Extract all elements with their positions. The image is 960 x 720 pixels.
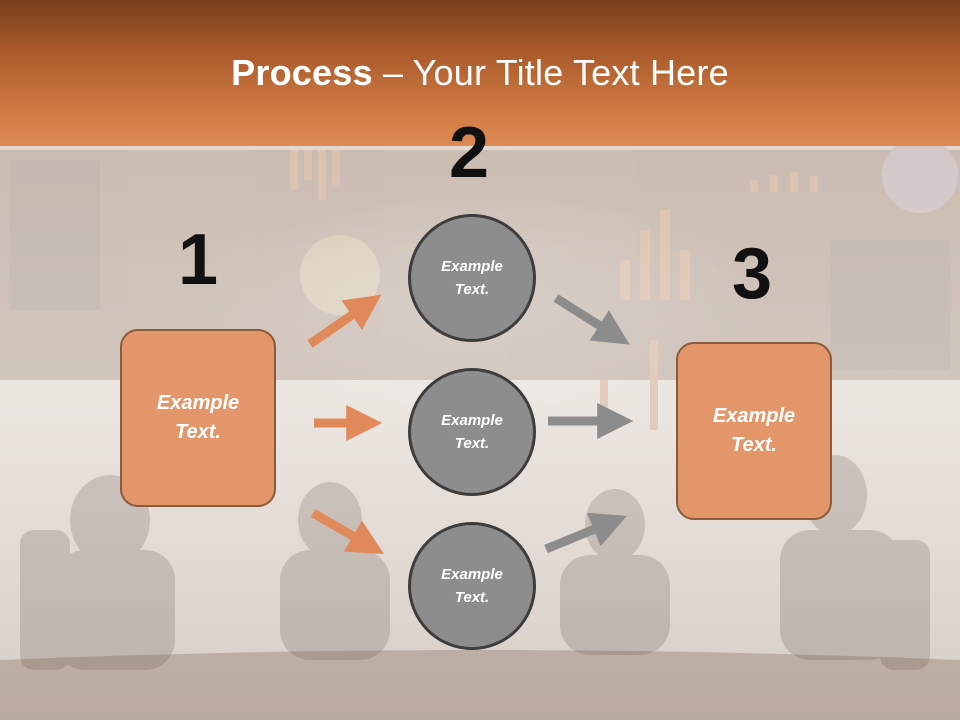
circle-middle-label: Example Text. bbox=[441, 412, 503, 452]
step-3-box-label: Example Text. bbox=[712, 405, 796, 456]
title-bold: Process bbox=[231, 52, 373, 93]
circle-bottom-label: Example Text. bbox=[441, 566, 503, 606]
circle-top-label: Example Text. bbox=[441, 258, 503, 298]
arrow-box1-to-circle1 bbox=[307, 294, 382, 348]
step-1-box-label: Example Text. bbox=[156, 392, 240, 443]
arrow-circle1-to-box3 bbox=[553, 294, 630, 345]
step-2-circle-bottom: Example Text. bbox=[408, 522, 536, 650]
step-1-box: Example Text. bbox=[120, 329, 276, 507]
title-rest: – Your Title Text Here bbox=[372, 52, 729, 93]
arrow-circle3-to-box3 bbox=[544, 512, 627, 554]
slide-title: Process – Your Title Text Here bbox=[0, 52, 960, 94]
step-number-2: 2 bbox=[449, 113, 490, 193]
title-bar: Process – Your Title Text Here bbox=[0, 0, 960, 146]
step-2-circle-middle: Example Text. bbox=[408, 368, 536, 496]
step-3-box: Example Text. bbox=[676, 342, 832, 520]
step-2-circle-top: Example Text. bbox=[408, 214, 536, 342]
step-number-1: 1 bbox=[178, 220, 219, 300]
arrow-box1-to-circle3 bbox=[310, 509, 385, 555]
step-number-3: 3 bbox=[732, 234, 773, 314]
